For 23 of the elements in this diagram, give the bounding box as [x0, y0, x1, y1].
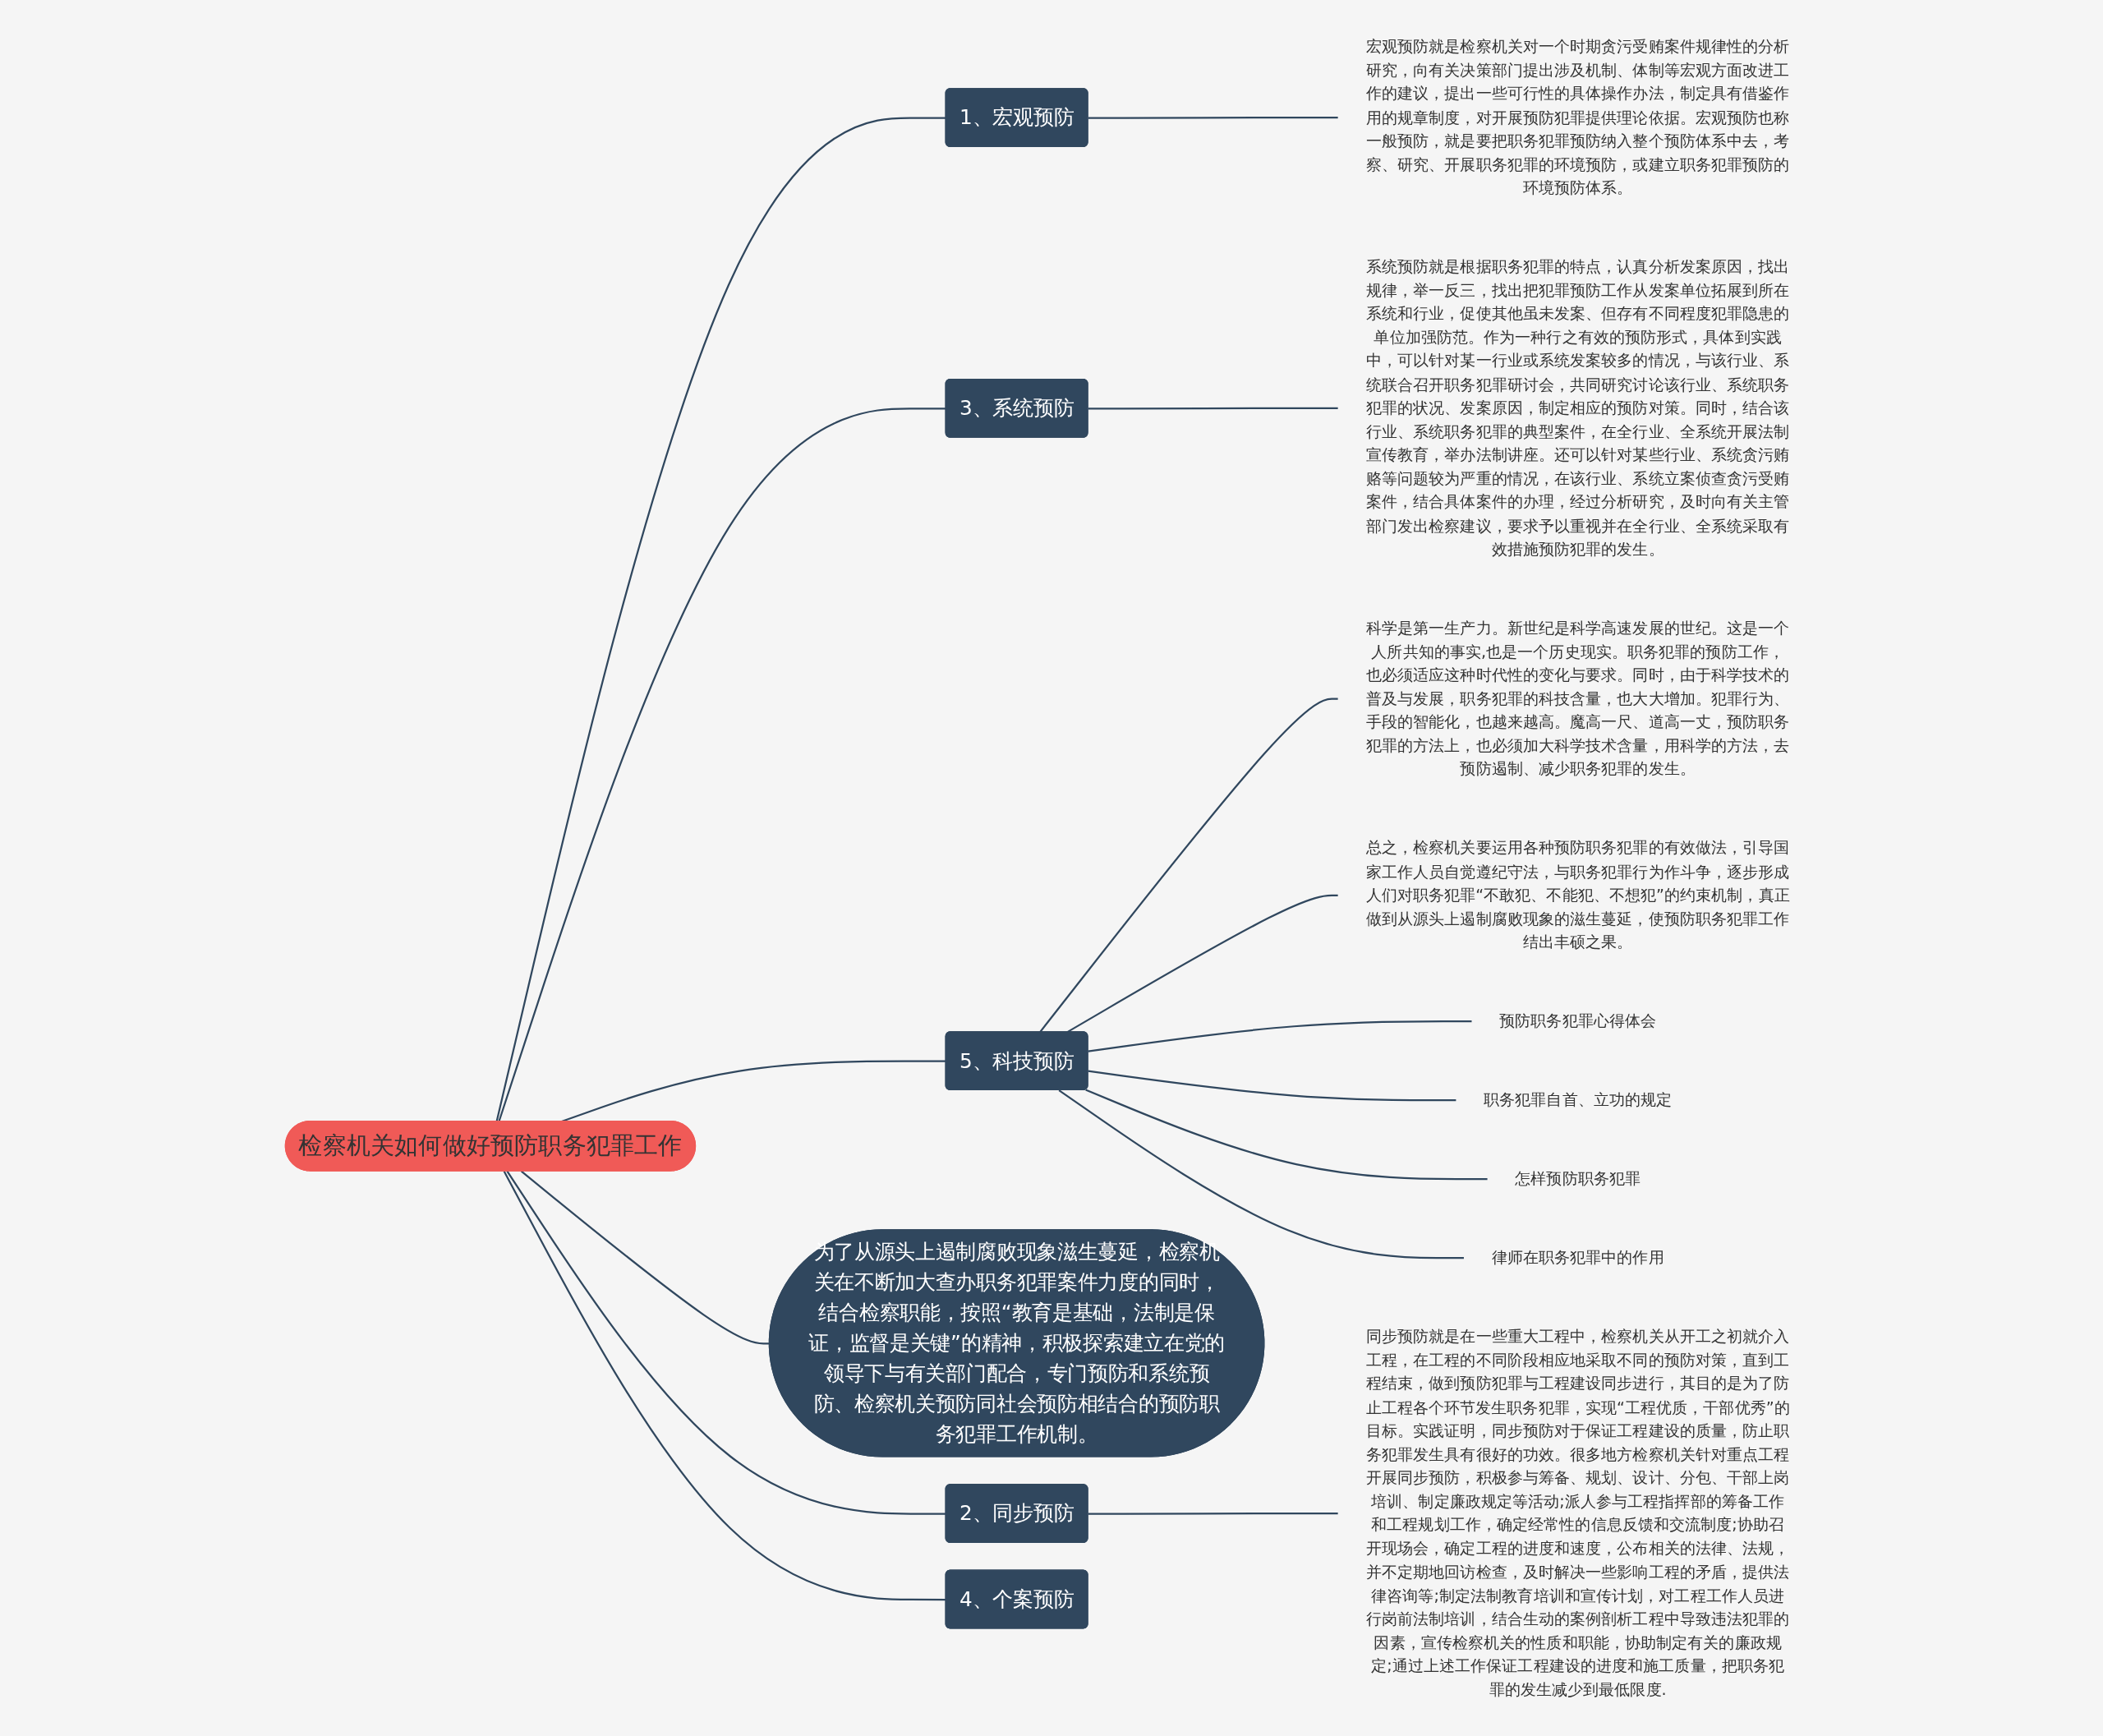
node-text: 同步预防就是在一些重大工程中，检察机关从开工之初就介入工程，在工程的不同阶段相应地采取不同的预防对策，直到工程结束，做到预防犯罪与工程建设同步进行，其目的是为了防止工程各个环节发生职务犯罪，实现“工程优质，干部优秀”的目标。实践证明，同步预防对于保证工程建设的质量，防止职务犯罪发生具有很好的功效。很多地方检察机关针对重点工程开展同步预防，积极参与筹备、规划、设计、分包、干部上岗培训、制定廉政规定等活动;派人参与工程指挥部的筹备工作和工程规划工作，确定经常性的信息反馈和交流制度;协助召开现场会，确定工程的进度和速度，公布相关的法律、法规，并不定期地回访检查，及时解决一些影响工程的矛盾，提供法律咨询等;制定法制教育培训和宣传计划，对工程工作人员进行岗前法制培训，结合生动的案例剖析工程中导致违法犯罪的因素，宣传检察机关的性质和职能，协助制定有关的廉政规定;通过上述工作保证工程建设的进度和施工质量，把职务犯罪的发生减少到最低限度.: [1365, 1326, 1790, 1698]
connector: [498, 407, 946, 1121]
connector: [1088, 1070, 1456, 1101]
connector: [1088, 1512, 1338, 1515]
connector: [1058, 1089, 1464, 1259]
connector: [503, 1170, 946, 1600]
connector: [1088, 116, 1338, 119]
connector: [506, 1170, 946, 1515]
connector: [1066, 894, 1338, 1033]
connector: [1039, 698, 1338, 1033]
node-text: 系统预防就是根据职务犯罪的特点，认真分析发案原因，找出规律，举一反三，找出把犯罪预防工作从发案单位拓展到所在系统和行业，促使其他虽未发案、但存有不同程度犯罪隐患的单位加强防范。作为一种行之有效的预防形式，具体到实践中，可以针对某一行业或系统发案较多的情况，与该行业、系统联合召开职务犯罪研讨会，共同研究讨论该行业、系统职务犯罪的状况、发案原因，制定相应的预防对策。同时，结合该行业、系统职务犯罪的典型案件，在全行业、全系统开展法制宣传教育，举办法制讲座。还可以针对某些行业、系统贪污贿赂等问题较为严重的情况，在该行业、系统立案侦查贪污受贿案件，结合具体案件的办理，经过分析研究，及时向有关主管部门发出检察建议，要求予以重视并在全行业、全系统采取有效措施预防犯罪的发生。: [1365, 256, 1790, 558]
node-text: 律师在职务犯罪中的作用: [1491, 1247, 1664, 1267]
connector: [1088, 407, 1338, 410]
connector: [1085, 1088, 1488, 1180]
connector: [495, 116, 946, 1121]
node-text: 预防职务犯罪心得体会: [1499, 1011, 1657, 1030]
connector: [521, 1170, 770, 1345]
node-text: 总之，检察机关要运用各种预防职务犯罪的有效做法，引导国家工作人员自觉遵纪守法，与职务犯罪行为作斗争，逐步形成人们对职务犯罪“不敢犯、不能犯、不想犯”的约束机制，真正做到从源头上遏制腐败现象的滋生蔓延，使预防职务犯罪工作结出丰硕之果。: [1365, 838, 1790, 951]
node-text: 宏观预防就是检察机关对一个时期贪污受贿案件规律性的分析研究，向有关决策部门提出涉及机制、体制等宏观方面改进工作的建议，提出一些可行性的具体操作办法，制定具有借鉴作用的规章制度，对开展预防犯罪提供理论依据。宏观预防也称一般预防，就是要把职务犯罪预防纳入整个预防体系中去，考察、研究、开展职务犯罪的环境预防，或建立职务犯罪预防的环境预防体系。: [1365, 36, 1790, 196]
node-text: 职务犯罪自首、立功的规定: [1484, 1089, 1673, 1109]
node-text: 科学是第一生产力。新世纪是科学高速发展的世纪。这是一个人所共知的事实,也是一个历史现实。职务犯罪的预防工作，也必须适应这种时代性的变化与要求。同时，由于科学技术的普及与发展，职务犯罪的科技含量，也大大增加。犯罪行为、手段的智能化，也越来越高。魔高一尺、道高一丈，预防职务犯罪的方法上，也必须加大科学技术含量，用科学的方法，去预防遏制、减少职务犯罪的发生。: [1365, 618, 1790, 778]
connector: [1088, 1020, 1472, 1052]
node-text: 怎样预防职务犯罪: [1515, 1168, 1641, 1188]
